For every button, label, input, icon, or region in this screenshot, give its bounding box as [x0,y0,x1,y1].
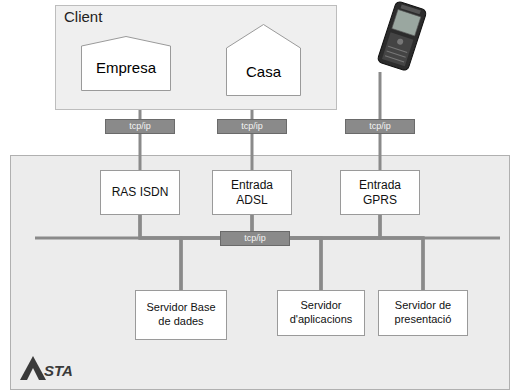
adsl-gateway: Entrada ADSL [212,170,292,215]
network-link [380,215,423,290]
house-outline [226,24,301,96]
node-text: Casa [246,63,281,82]
network-link [321,215,380,290]
network-link [181,215,252,290]
node-text: Empresa [96,59,156,78]
logo-triangle-cut [27,368,39,380]
gprs-gateway: Entrada GPRS [340,170,420,215]
logo-text: STA [44,362,73,380]
presentation-server: Servidor de presentació [378,290,468,336]
network-link [140,215,321,290]
ras-gateway: RAS ISDN [100,170,180,215]
protocol-band: tcp/ip [105,119,175,134]
company-site: Empresa [81,36,171,91]
network-link [181,215,380,290]
region-title: Client [64,8,102,27]
protocol-band: tcp/ip [345,119,415,134]
network-link [140,215,423,290]
client-region: ClientEmpresa Casa [55,5,337,110]
node-text: Servidor d'aplicacions [282,299,360,327]
node-text: Servidor de presentació [383,299,463,327]
network-link [252,215,423,290]
home-site: Casa [226,24,301,96]
protocol-band: tcp/ip [217,119,287,134]
application-server: Servidor d'aplicacions [277,290,365,336]
node-text: RAS ISDN [112,185,169,200]
mobile-phone [377,1,427,72]
protocol-band: tcp/ip [220,231,290,246]
logo-triangle [20,356,46,380]
node-text: Entrada ADSL [217,178,287,208]
network-link [252,215,321,290]
node-text: Servidor Base de dades [140,301,222,329]
node-text: Entrada GPRS [345,178,415,208]
database-server: Servidor Base de dades [135,290,227,340]
network-link [140,215,181,290]
